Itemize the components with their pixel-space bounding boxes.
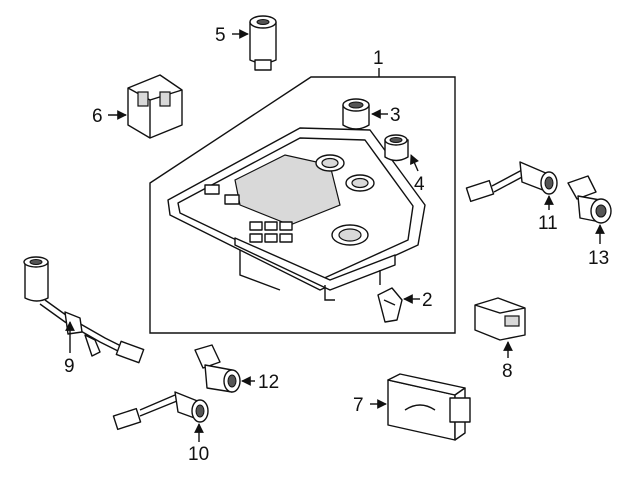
callout-3: 3	[390, 105, 401, 126]
console-group-frame	[149, 76, 456, 334]
switch-part-8	[474, 297, 526, 341]
socket-part-10	[112, 391, 209, 431]
button-panel-part-7	[387, 373, 471, 441]
callout-2: 2	[422, 290, 433, 311]
callout-12: 12	[258, 372, 279, 393]
callout-11: 11	[538, 213, 558, 234]
switch-part-5	[249, 15, 277, 71]
switch-block-part-6	[127, 74, 183, 139]
clip-part-2	[377, 287, 403, 323]
callout-1: 1	[373, 48, 384, 69]
socket-part-11	[465, 161, 558, 203]
callout-13: 13	[588, 248, 609, 269]
leader-lines	[65, 29, 605, 442]
callout-5: 5	[215, 25, 226, 46]
callout-4: 4	[414, 174, 425, 195]
harness-part-9	[23, 256, 145, 364]
callout-7: 7	[353, 395, 364, 416]
callout-9: 9	[64, 356, 75, 377]
socket-part-13	[567, 175, 612, 224]
center-console-panel	[167, 127, 426, 301]
callout-6: 6	[92, 106, 103, 127]
knob-part-3	[342, 98, 370, 130]
callout-8: 8	[502, 361, 513, 382]
socket-part-12	[194, 344, 241, 393]
button-grid	[249, 221, 293, 243]
knob-part-4	[384, 134, 409, 162]
callout-10: 10	[188, 444, 209, 465]
